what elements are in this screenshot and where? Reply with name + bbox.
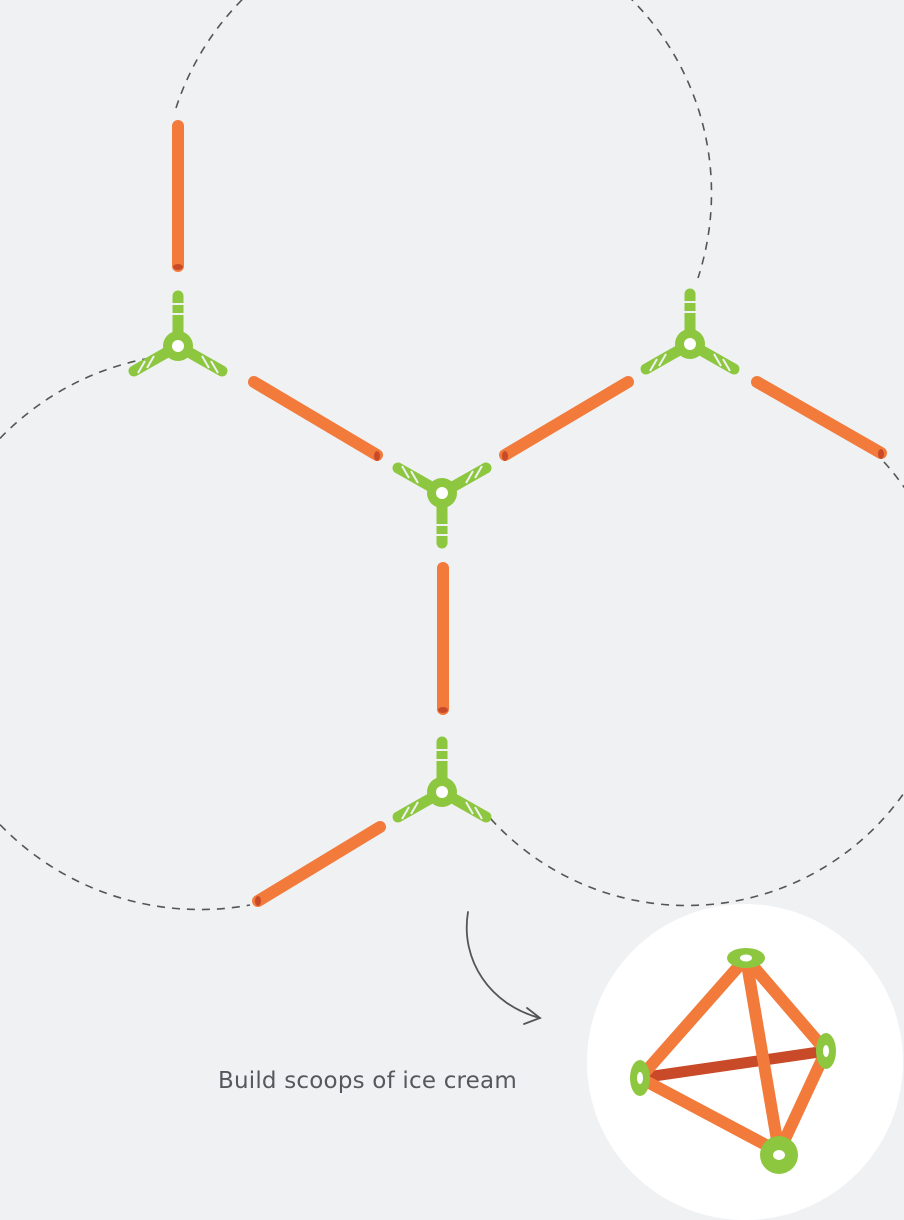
orange-rods [178, 126, 881, 901]
three-way-connector-icon [646, 294, 734, 371]
dashed-circle-left [0, 358, 250, 910]
rod-right-diagonal [757, 382, 881, 453]
rod-center-right-diagonal [505, 382, 628, 455]
dashed-guide-circles [0, 0, 904, 910]
rod-bottom-diagonal [258, 827, 380, 901]
rod-end [502, 451, 508, 461]
curved-arrow-icon [467, 912, 540, 1024]
dashed-circle-top [176, 0, 711, 278]
three-way-connector-icon [398, 742, 486, 819]
dashed-circle-right [490, 462, 904, 906]
rod-left-diagonal [254, 382, 377, 455]
rod-end [173, 264, 183, 270]
green-connectors [134, 294, 734, 819]
three-way-connector-icon [134, 296, 222, 373]
connector-hole [637, 1072, 643, 1084]
connector-hole [740, 955, 752, 962]
rod-end [374, 451, 380, 461]
rod-end [878, 449, 884, 459]
caption-text: Build scoops of ice cream [218, 1068, 517, 1094]
connector-hole [823, 1045, 829, 1057]
rod-end [255, 896, 261, 906]
rod-end [438, 707, 448, 713]
rod-ends [173, 264, 884, 906]
connector-hole [773, 1150, 785, 1160]
three-way-connector-icon [398, 466, 486, 543]
